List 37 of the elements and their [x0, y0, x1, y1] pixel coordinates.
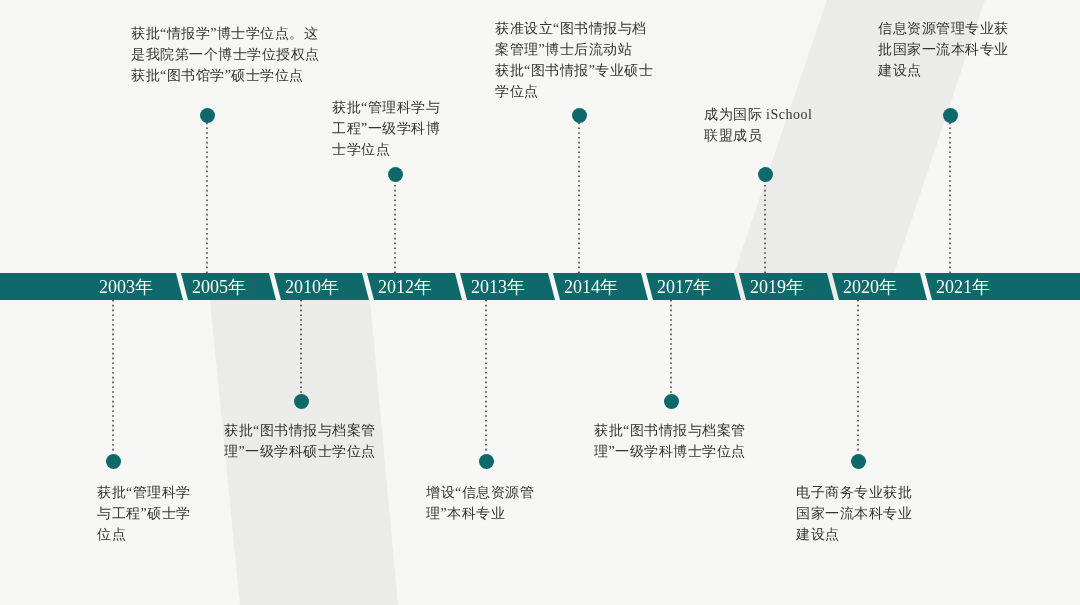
year-tab [367, 273, 462, 300]
milestone-text: 获批“图书情报与档案管理”一级学科博士学位点 [594, 422, 747, 461]
year-tab [460, 273, 555, 300]
milestone-text: 成为国际 iSchool 联盟成员 [704, 106, 814, 145]
year-label: 2019年 [750, 277, 804, 297]
milestone-text: 获批“图书馆学”硕士学位点 [131, 67, 305, 85]
dotted-connector [670, 299, 672, 395]
milestone-text: 电子商务专业获批国家一流本科专业建设点 [796, 484, 913, 544]
year-tab [925, 273, 1080, 300]
year-tab [274, 273, 369, 300]
year-tab [832, 273, 927, 300]
dotted-connector [206, 121, 208, 274]
year-tab [181, 273, 276, 300]
milestone-text: 获准设立“图书情报与档案管理”博士后流动站 [495, 20, 648, 59]
year-label: 2017年 [657, 277, 711, 297]
dotted-connector [949, 121, 951, 274]
year-tab [0, 273, 183, 300]
year-tab [646, 273, 741, 300]
milestone-text: 信息资源管理专业获批国家一流本科专业建设点 [878, 20, 1010, 80]
milestone-text: 增设“信息资源管理”本科专业 [426, 484, 536, 523]
dotted-connector [578, 121, 580, 274]
year-label: 2005年 [192, 277, 246, 297]
year-tab [553, 273, 648, 300]
year-label: 2014年 [564, 277, 618, 297]
milestone-text: 获批“管理科学与工程”一级学科博士学位点 [332, 99, 442, 159]
year-label: 2012年 [378, 277, 432, 297]
dotted-connector [300, 299, 302, 395]
milestone-text: 获批“图书情报与档案管理”一级学科硕士学位点 [224, 422, 377, 461]
year-label: 2003年 [99, 277, 153, 297]
year-tab [739, 273, 834, 300]
year-label: 2010年 [285, 277, 339, 297]
milestone-text: 获批“情报学”博士学位点。这是我院第一个博士学位授权点 [131, 25, 321, 64]
year-label: 2020年 [843, 277, 897, 297]
year-label: 2021年 [936, 277, 990, 297]
milestone-text: 获批“图书情报”专业硕士学位点 [495, 62, 655, 101]
milestone-text: 获批“管理科学与工程”硕士学位点 [97, 484, 192, 544]
year-label: 2013年 [471, 277, 525, 297]
